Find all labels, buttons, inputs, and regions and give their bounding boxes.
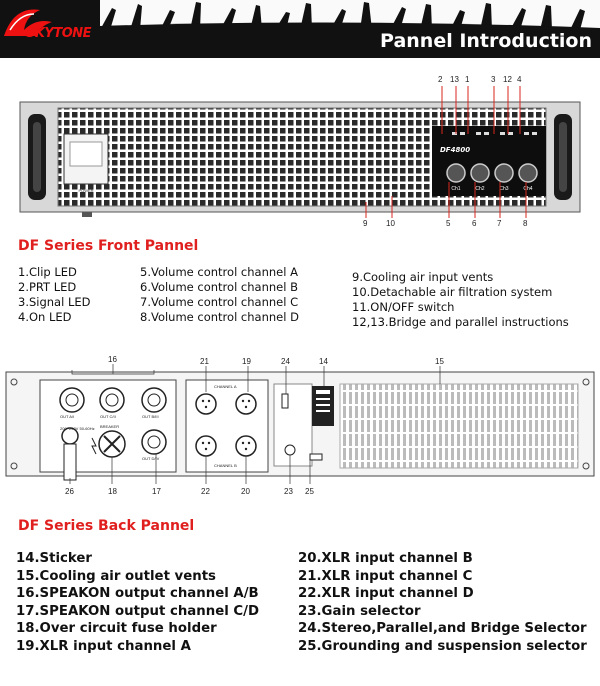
list-item: 11.ON/OFF switch bbox=[352, 300, 455, 314]
xlr-panel bbox=[185, 379, 269, 473]
ground-selector bbox=[309, 453, 323, 461]
list-item: 7.Volume control channel C bbox=[140, 295, 299, 309]
mode-selector bbox=[281, 393, 289, 409]
list-item: 22.XLR input channel D bbox=[298, 586, 474, 601]
outlet-vents bbox=[339, 383, 579, 469]
callout-24: 24 bbox=[281, 357, 290, 366]
list-item: 6.Volume control channel B bbox=[140, 280, 298, 294]
list-item: 12,13.Bridge and parallel instructions bbox=[352, 315, 569, 329]
front-legend-col2: 5.Volume control channel A 6.Volume cont… bbox=[140, 265, 299, 325]
knob-label-ch4: Ch4 bbox=[523, 186, 532, 192]
list-item: 5.Volume control channel A bbox=[140, 265, 298, 279]
power-label: 200~240V 50-60Hz bbox=[60, 426, 95, 431]
knob-label-ch2: Ch2 bbox=[475, 186, 484, 192]
channel-a-label: CHANNEL A bbox=[214, 384, 237, 389]
front-panel-svg: POWER DF4800 Ch1 Ch2 Ch3 Ch4 bbox=[19, 86, 581, 218]
back-legend-col2: 20.XLR input channel B 21.XLR input chan… bbox=[298, 550, 587, 655]
callout-13: 13 bbox=[450, 75, 459, 84]
callout-14: 14 bbox=[319, 357, 328, 366]
switch-label: POWER bbox=[78, 188, 93, 193]
breaker-label: BREAKER bbox=[100, 424, 119, 429]
front-legend-col1: 1.Clip LED 2.PRT LED 3.Signal LED 4.On L… bbox=[18, 265, 90, 325]
list-item: 4.On LED bbox=[18, 310, 72, 324]
page-title: Pannel Introduction bbox=[380, 30, 592, 52]
channel-b-label: CHANNEL B bbox=[214, 463, 237, 468]
list-item: 23.Gain selector bbox=[298, 603, 421, 619]
callout-18: 18 bbox=[108, 487, 117, 496]
speakon-label-c: OUT C/II bbox=[100, 414, 116, 419]
speakon-label-a: OUT A/I bbox=[60, 414, 74, 419]
list-item: 3.Signal LED bbox=[18, 295, 91, 309]
list-item: 20.XLR input channel B bbox=[298, 551, 473, 566]
knob-label-ch3: Ch3 bbox=[499, 186, 508, 192]
brand-name: SKYTONE bbox=[26, 26, 92, 41]
callout-8: 8 bbox=[523, 219, 528, 228]
list-item: 1.Clip LED bbox=[18, 265, 77, 279]
volume-knobs bbox=[446, 163, 538, 183]
list-item: 2.PRT LED bbox=[18, 280, 77, 294]
control-panel bbox=[432, 126, 546, 196]
callout-26: 26 bbox=[65, 487, 74, 496]
speakon-label-b: OUT B/III bbox=[142, 414, 159, 419]
callout-1: 1 bbox=[465, 75, 470, 84]
bottom-callout-lines bbox=[365, 182, 527, 218]
list-item: 9.Cooling air input vents bbox=[352, 270, 494, 284]
knob-label-ch1: Ch1 bbox=[451, 186, 460, 192]
speakon-label-d: OUT D/IV bbox=[142, 456, 160, 461]
model-label: DF4800 bbox=[440, 146, 470, 154]
callout-3: 3 bbox=[491, 75, 496, 84]
front-panel-diagram: POWER DF4800 Ch1 Ch2 Ch3 Ch4 bbox=[0, 72, 600, 232]
list-item: 21.XLR input channel C bbox=[298, 568, 473, 584]
front-legend-col3: 9.Cooling air input vents 10.Detachable … bbox=[352, 270, 569, 330]
led-indicators bbox=[452, 132, 537, 135]
list-item: 8.Volume control channel D bbox=[140, 310, 299, 324]
back-panel-diagram: OUT A/I OUT C/II OUT B/III OUT D/IV BREA… bbox=[0, 350, 600, 500]
callout-4: 4 bbox=[517, 75, 522, 84]
callout-21: 21 bbox=[200, 357, 209, 366]
list-item: 17.SPEAKON output channel C/D bbox=[16, 603, 260, 619]
list-item: 15.Cooling air outlet vents bbox=[16, 568, 216, 584]
callout-10: 10 bbox=[386, 219, 395, 228]
list-item: 18.Over circuit fuse holder bbox=[16, 621, 217, 636]
callout-7: 7 bbox=[497, 219, 502, 228]
list-item: 16.SPEAKON output channel A/B bbox=[16, 586, 259, 601]
gain-selector bbox=[284, 444, 296, 456]
callout-17: 17 bbox=[152, 487, 161, 496]
header-banner: SKYTONE Pannel Introduction bbox=[0, 0, 600, 58]
top-callout-lines bbox=[441, 86, 521, 134]
callout-25: 25 bbox=[305, 487, 314, 496]
crowd-silhouette bbox=[0, 0, 600, 58]
callout-20: 20 bbox=[241, 487, 250, 496]
callout-19: 19 bbox=[242, 357, 251, 366]
back-panel-svg: OUT A/I OUT C/II OUT B/III OUT D/IV BREA… bbox=[5, 364, 595, 484]
skytone-logo bbox=[4, 9, 52, 36]
back-legend-col1: 14.Sticker 15.Cooling air outlet vents 1… bbox=[16, 550, 259, 655]
list-item: 24.Stereo,Parallel,and Bridge Selector bbox=[298, 621, 587, 636]
callout-9: 9 bbox=[363, 219, 368, 228]
list-item: 25.Grounding and suspension selector bbox=[298, 638, 587, 654]
callout-15: 15 bbox=[435, 357, 444, 366]
callout-22: 22 bbox=[201, 487, 210, 496]
callout-12: 12 bbox=[503, 75, 512, 84]
back-heading: DF Series Back Pannel bbox=[18, 518, 195, 534]
speakon-connectors bbox=[59, 387, 167, 455]
callout-6: 6 bbox=[472, 219, 477, 228]
list-item: 10.Detachable air filtration system bbox=[352, 285, 553, 299]
callout-23: 23 bbox=[284, 487, 293, 496]
callout-2: 2 bbox=[438, 75, 443, 84]
list-item: 19.XLR input channel A bbox=[16, 638, 191, 654]
callout-16: 16 bbox=[108, 355, 117, 364]
callout-5: 5 bbox=[446, 219, 451, 228]
front-heading: DF Series Front Pannel bbox=[18, 238, 199, 254]
list-item: 14.Sticker bbox=[16, 551, 92, 566]
